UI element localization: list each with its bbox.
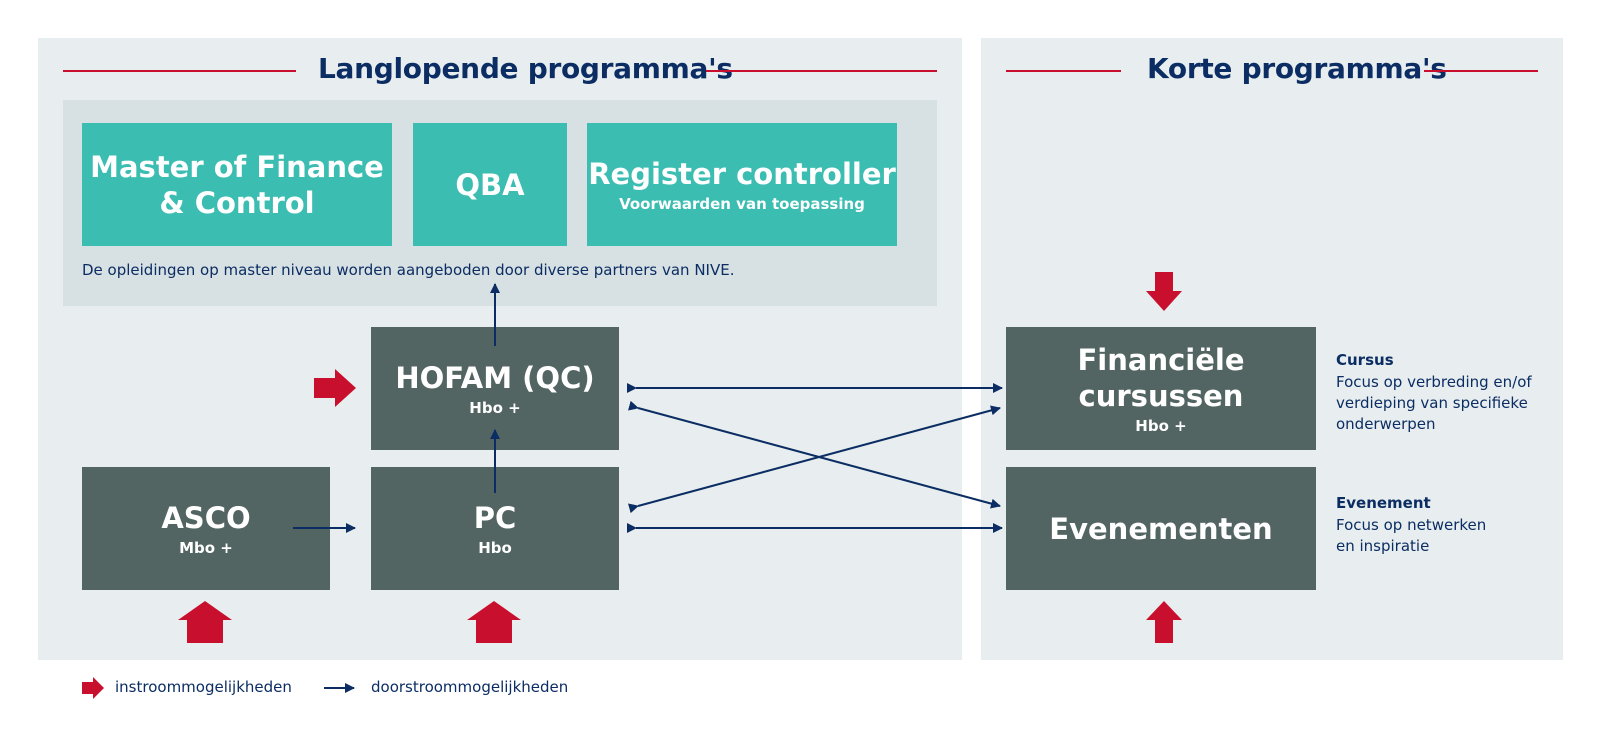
evenement-label: Evenement [1336,494,1431,512]
intake-arrow-asco [178,601,232,643]
master-note: De opleidingen op master niveau worden a… [82,261,735,279]
legend-doorstroom-label: doorstroommogelijkheden [371,678,569,696]
financiele-cursussen-subtitle: Hbo + [1135,416,1187,435]
evenementen-box[interactable]: Evenementen [1006,467,1316,590]
cursus-label: Cursus [1336,351,1394,369]
cursus-description: Focus op verbreding en/of verdieping van… [1336,373,1532,433]
asco-subtitle: Mbo + [179,538,233,557]
pc-subtitle: Hbo [478,538,512,557]
intake-arrow-cursussen [1146,272,1182,311]
hofam-subtitle: Hbo + [469,398,521,417]
short-heading-rule-left [1006,70,1121,72]
arrow-pc-cursussen [628,405,1001,514]
financiele-cursussen-box[interactable]: Financiële cursussen Hbo + [1006,327,1316,450]
register-controller-title: Register controller [588,156,896,191]
evenementen-title: Evenementen [1049,511,1273,546]
intake-arrow-pc [467,601,521,643]
qba-title: QBA [455,167,525,202]
intake-arrow-evenementen [1146,601,1182,643]
heading-rule-right [706,70,937,72]
pc-title: PC [473,500,517,535]
legend-instroom-arrow [82,677,104,699]
asco-title: ASCO [161,500,251,535]
register-controller-subtitle: Voorwaarden van toepassing [619,194,865,213]
asco-box[interactable]: ASCO Mbo + [82,467,330,590]
register-controller-box[interactable]: Register controller Voorwaarden van toep… [587,123,897,246]
master-finance-control-title: Master of Finance & Control [90,149,384,220]
master-finance-control-box[interactable]: Master of Finance & Control [82,123,392,246]
short-heading-rule-right [1424,70,1538,72]
legend-instroom-label: instroommogelijkheden [115,678,292,696]
short-programs-heading: Korte programma's [1147,52,1447,85]
hofam-title: HOFAM (QC) [395,360,595,395]
qba-box[interactable]: QBA [413,123,567,246]
financiele-cursussen-title: Financiële cursussen [1077,342,1245,413]
evenement-description: Focus op netwerken en inspiratie [1336,516,1487,555]
heading-rule-left [63,70,296,72]
long-programs-heading: Langlopende programma's [318,52,733,85]
intake-arrow-hofam [314,369,356,407]
